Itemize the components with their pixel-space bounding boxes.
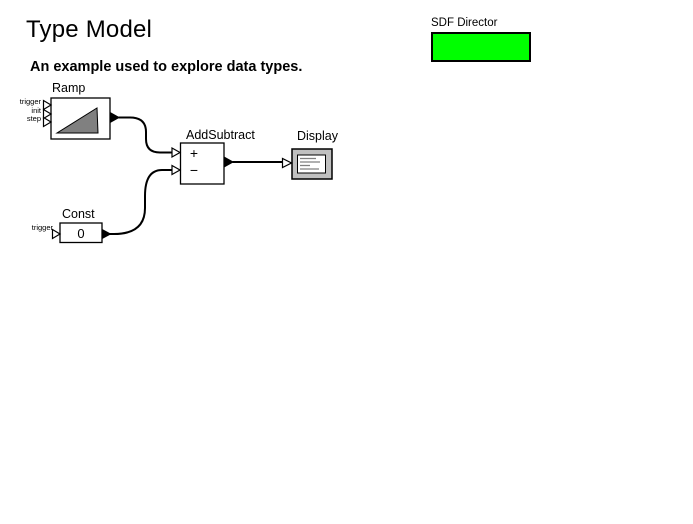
const-trigger-port-label: trigger [31, 223, 53, 232]
ramp-output-port[interactable] [109, 111, 121, 124]
addsubtract-minus-port[interactable] [171, 164, 182, 176]
addsubtract-output-port[interactable] [223, 156, 235, 168]
const-actor[interactable] [51, 222, 112, 244]
ramp-init-port[interactable] [42, 108, 53, 120]
display-label: Display [297, 129, 338, 143]
page-title: Type Model [26, 16, 153, 43]
display-actor[interactable] [281, 148, 333, 180]
const-value: 0 [77, 226, 85, 241]
wire-const-to-addsubtract[interactable] [102, 169, 173, 235]
ramp-icon [55, 107, 99, 134]
display-input-port[interactable] [281, 157, 293, 169]
const-trigger-port[interactable] [51, 228, 62, 240]
director-label: SDF Director [431, 17, 498, 29]
page-subtitle: An example used to explore data types. [30, 59, 303, 75]
const-output-port[interactable] [101, 228, 112, 240]
addsubtract-plus-port[interactable] [171, 146, 182, 159]
addsubtract-label: AddSubtract [186, 128, 255, 142]
display-screen [297, 154, 326, 174]
display-text-lines [300, 157, 320, 170]
addsubtract-actor[interactable] [171, 142, 235, 185]
ramp-actor[interactable] [42, 97, 121, 140]
ramp-label: Ramp [52, 81, 86, 95]
ramp-init-port-label: init [31, 106, 41, 115]
wire-ramp-to-addsubtract[interactable] [118, 116, 173, 154]
ramp-trigger-port-label: trigger [19, 97, 41, 106]
sdf-director-box[interactable] [431, 32, 531, 62]
ramp-step-port-label: step [26, 113, 41, 123]
ramp-step-port[interactable] [42, 116, 53, 128]
minus-sign: − [189, 162, 199, 178]
ramp-trigger-port[interactable] [42, 99, 53, 111]
plus-sign: + [189, 145, 199, 161]
const-label: Const [62, 207, 95, 221]
